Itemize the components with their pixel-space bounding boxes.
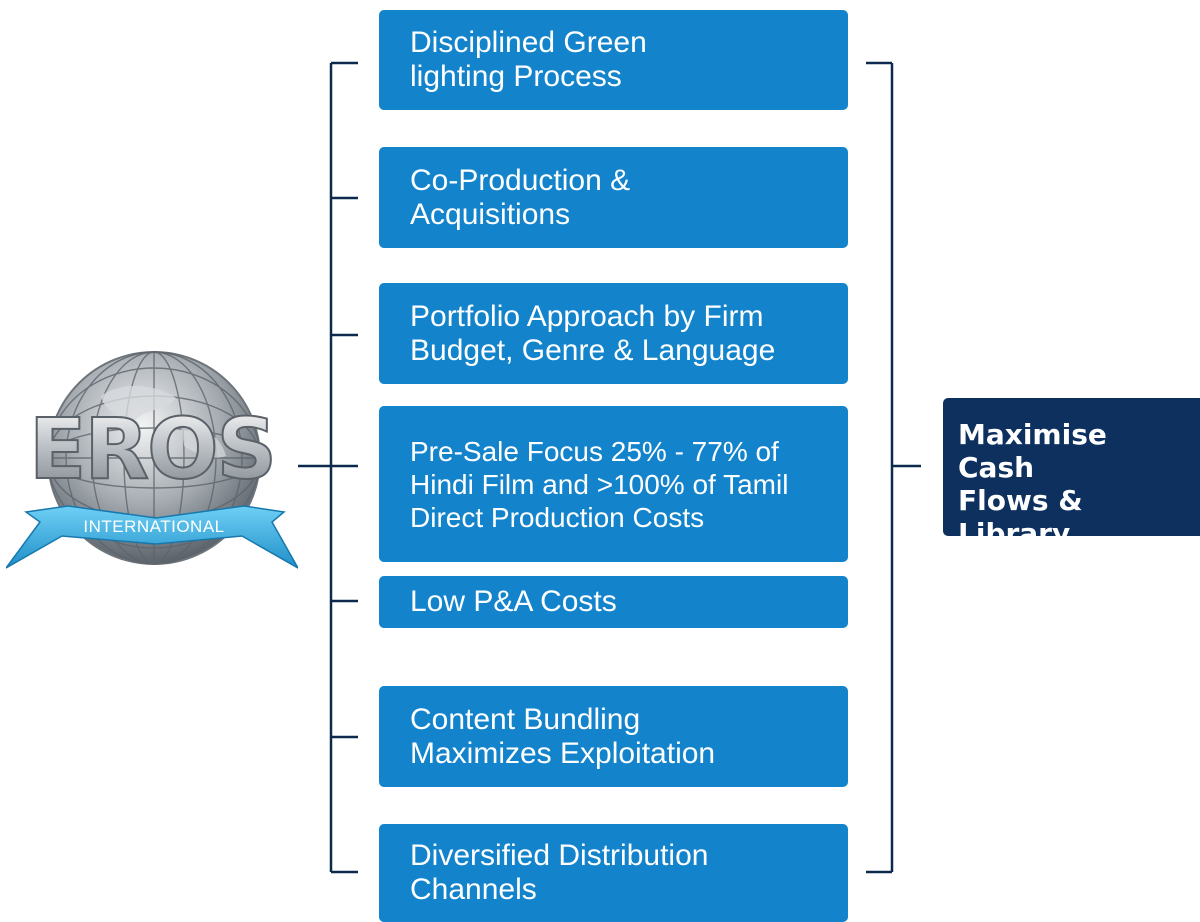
step-box-distribution-channels: Diversified Distribution Channels [379,824,848,922]
step-box-content-bundling: Content Bundling Maximizes Exploitation [379,686,848,787]
step-label: Co-Production & Acquisitions [410,163,631,231]
step-label: Low P&A Costs [410,585,617,618]
eros-international-logo: EROS INTERNATIONAL [6,336,298,582]
step-box-green-lighting: Disciplined Green lighting Process [379,10,848,110]
step-label: Disciplined Green lighting Process [410,26,647,93]
globe-logo-graphic: EROS INTERNATIONAL [6,351,298,569]
step-box-portfolio-approach: Portfolio Approach by Firm Budget, Genre… [379,283,848,384]
step-label: Content Bundling Maximizes Exploitation [410,702,716,770]
step-box-pre-sale-focus: Pre-Sale Focus 25% - 77% of Hindi Film a… [379,406,848,562]
step-box-low-pa-costs: Low P&A Costs [379,576,848,628]
logo-wordmark: EROS [29,400,275,498]
step-label: Pre-Sale Focus 25% - 77% of Hindi Film a… [410,435,789,533]
step-box-co-production: Co-Production & Acquisitions [379,147,848,248]
step-label: Portfolio Approach by Firm Budget, Genre… [410,299,776,367]
outcome-label: Maximise Cash Flows & Library Value [958,418,1107,583]
step-label: Diversified Distribution Channels [410,839,709,906]
logo-banner-text: INTERNATIONAL [83,517,224,536]
outcome-box: Maximise Cash Flows & Library Value [943,398,1200,583]
